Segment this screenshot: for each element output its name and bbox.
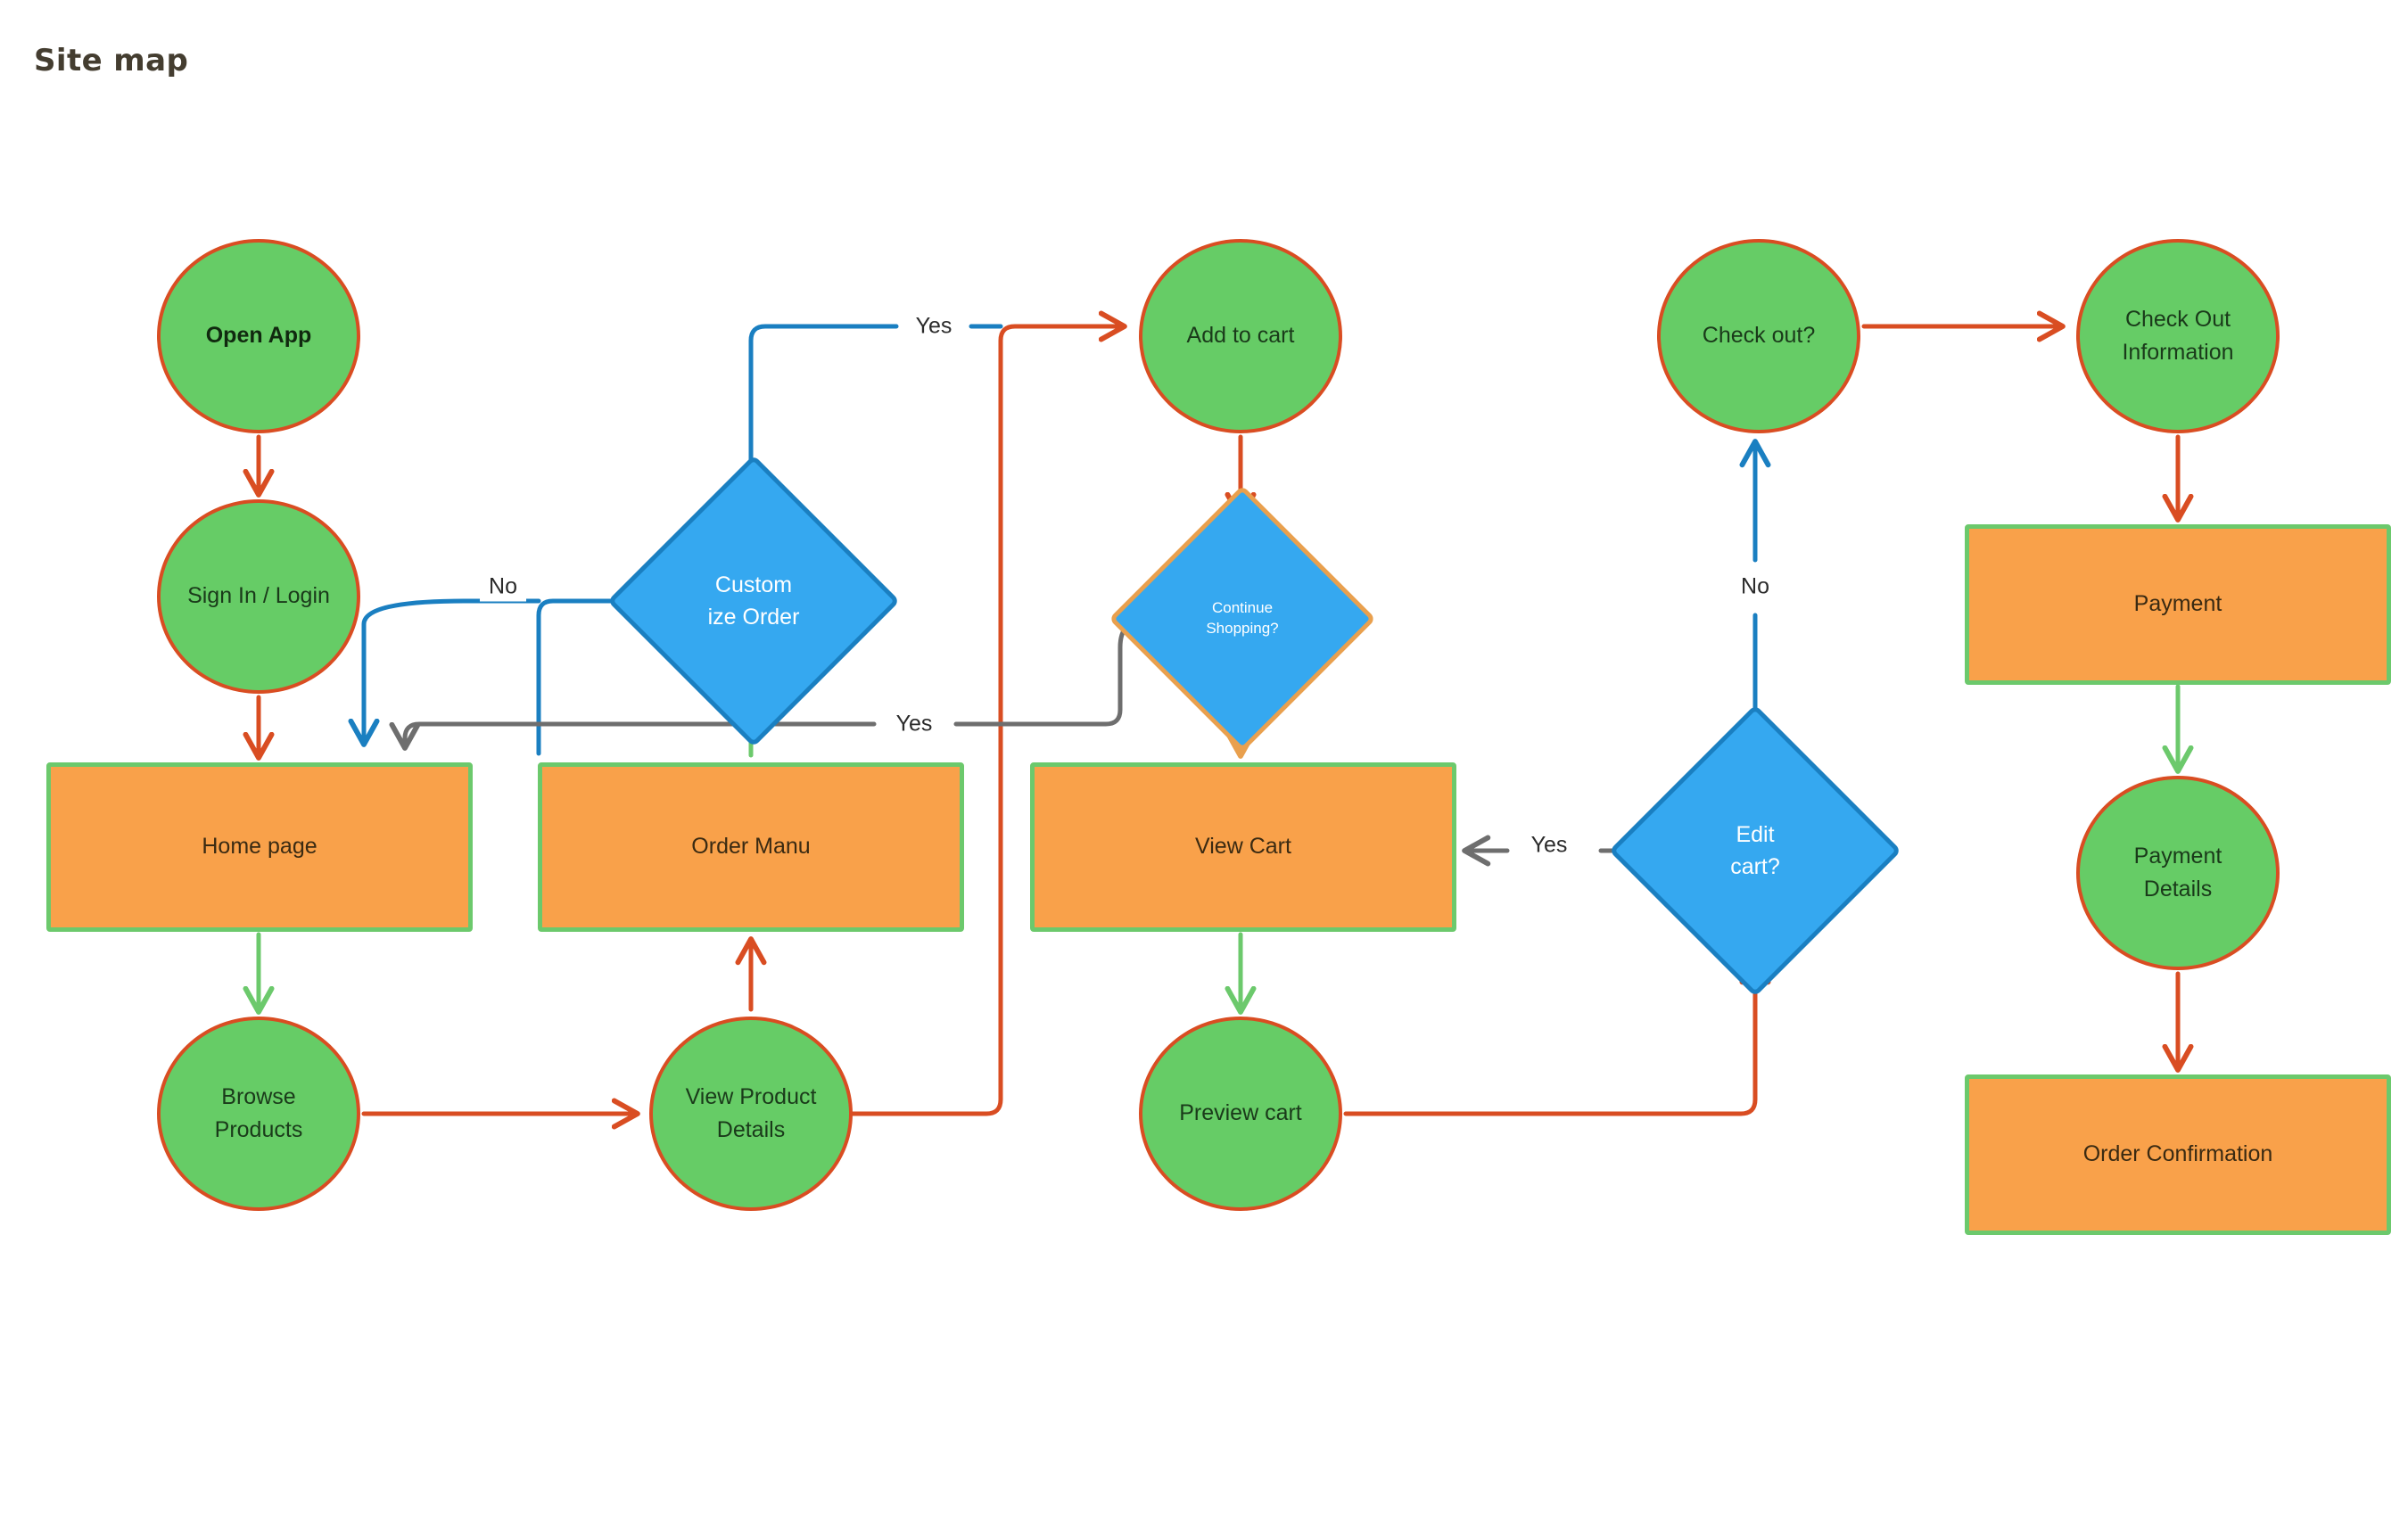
node-check-out-question-label: Check out? <box>1702 323 1816 349</box>
node-home-page-label: Home page <box>202 834 317 860</box>
edit-cart-diamond-shape <box>1608 704 1902 998</box>
node-edit-cart-question[interactable]: Edit cart? <box>1608 704 1902 998</box>
node-open-app[interactable]: Open App <box>157 239 360 433</box>
node-home-page[interactable]: Home page <box>46 762 473 932</box>
edge-customize-order-no-to-home-page-segment2 <box>348 598 541 747</box>
edge-continue-shopping-yes-to-home-page <box>953 616 1150 727</box>
node-view-cart[interactable]: View Cart <box>1030 762 1456 932</box>
node-payment-details-label: Payment Details <box>2133 843 2222 902</box>
edge-label-yes-edit-cart: Yes <box>1521 830 1577 860</box>
node-preview-cart-label: Preview cart <box>1179 1100 1302 1126</box>
node-order-manu[interactable]: Order Manu <box>538 762 964 932</box>
node-check-out-information-label: Check Out Information <box>2122 306 2234 366</box>
node-preview-cart[interactable]: Preview cart <box>1139 1017 1342 1211</box>
continue-shopping-diamond-shape <box>1109 485 1376 753</box>
node-order-confirmation[interactable]: Order Confirmation <box>1965 1074 2391 1235</box>
page-title: Site map <box>34 43 189 78</box>
edge-label-no-customize-order: No <box>480 572 526 602</box>
node-view-cart-label: View Cart <box>1195 834 1291 860</box>
node-add-to-cart[interactable]: Add to cart <box>1139 239 1342 433</box>
node-order-manu-label: Order Manu <box>691 834 811 860</box>
node-payment-label: Payment <box>2133 591 2222 617</box>
customize-order-diamond-shape <box>606 454 901 748</box>
node-open-app-label: Open App <box>205 323 312 349</box>
edge-label-yes-customize-order: Yes <box>906 311 961 342</box>
node-continue-shopping[interactable]: Continue Shopping? <box>1109 485 1376 753</box>
node-order-confirmation-label: Order Confirmation <box>2082 1141 2273 1167</box>
edge-label-no-edit-cart: No <box>1732 572 1778 602</box>
node-check-out-question[interactable]: Check out? <box>1657 239 1860 433</box>
node-view-product-details-label: View Product Details <box>685 1083 817 1143</box>
node-customize-order[interactable]: Custom ize Order <box>606 454 901 748</box>
node-check-out-information[interactable]: Check Out Information <box>2076 239 2280 433</box>
node-sign-in-login[interactable]: Sign In / Login <box>157 499 360 694</box>
node-view-product-details[interactable]: View Product Details <box>649 1017 853 1211</box>
node-payment-details[interactable]: Payment Details <box>2076 776 2280 970</box>
edge-customize-order-yes-up <box>748 324 899 500</box>
node-payment[interactable]: Payment <box>1965 524 2391 685</box>
node-browse-products-label: Browse Products <box>214 1083 303 1143</box>
edge-continue-shopping-yes-to-home-page-segment2 <box>389 721 877 751</box>
edge-label-yes-continue-shopping: Yes <box>887 709 942 739</box>
node-add-to-cart-label: Add to cart <box>1186 323 1295 349</box>
node-browse-products[interactable]: Browse Products <box>157 1017 360 1211</box>
node-sign-in-login-label: Sign In / Login <box>187 583 330 609</box>
edge-preview-cart-to-edit-cart <box>1343 956 1771 1116</box>
